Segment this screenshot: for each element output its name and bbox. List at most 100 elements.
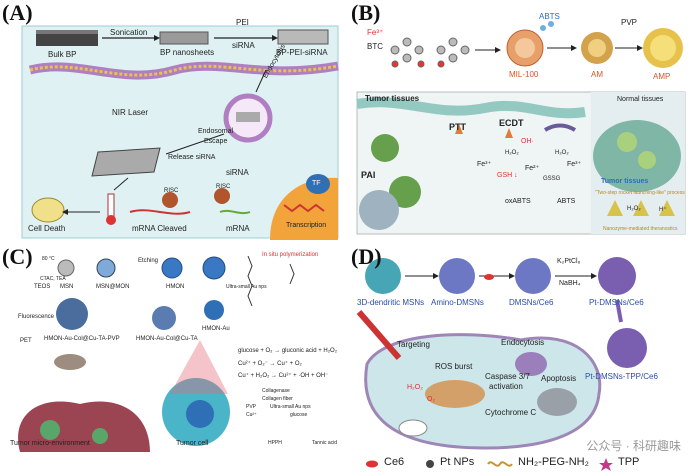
apoptosis-label: Apoptosis	[541, 374, 577, 383]
hmon-pvp-label: HMON-Au-Col@Cu-TA-PVP	[44, 336, 120, 342]
fe3-b-label: Fe³⁺	[567, 161, 582, 168]
release-sirna-label: Release siRNA	[168, 154, 216, 161]
eq1-label: glucose + O₂ → gluconic acid + H₂O₂	[238, 348, 338, 354]
normal-tissues-label: Normal tissues	[617, 96, 664, 103]
panel-b: (B) Fe³⁺ BTC ABTS PVP MIL-100 AM AMP Tum…	[345, 0, 689, 240]
cell-death-label: Cell Death	[28, 224, 66, 233]
etching-label: Etching	[138, 258, 159, 264]
abts-label: ABTS	[539, 12, 560, 21]
h2o2-b-label: H₂O₂	[555, 150, 569, 156]
mrna-cleaved-label: mRNA Cleaved	[132, 224, 187, 233]
h-plus-label: H⁺	[659, 207, 667, 213]
endosomal-label: Endosomal	[198, 128, 234, 135]
legend-cu: Cu²⁺	[246, 412, 257, 418]
h2o2-label: H₂O₂	[407, 384, 423, 391]
ultra-small-label: Ultra-small Au nps	[226, 284, 267, 290]
pvp-label: PVP	[621, 18, 638, 27]
h2o2-a-label: H₂O₂	[505, 150, 519, 156]
escape-label: Escape	[204, 138, 228, 145]
pt-dmsns-label: Pt-DMSNs/Ce6	[589, 298, 644, 307]
tumor-cell-label: Tumor cell	[176, 440, 209, 447]
endocytosis-label: Endocytosis	[501, 338, 545, 347]
legend-pvp: PVP	[246, 404, 257, 410]
msn-label: MSN	[60, 284, 74, 290]
panel-c: (C) TEOS CTAC, TEA 80 °C MSN MSN@MON Etc…	[0, 244, 344, 452]
nanozyme-label: Nanozyme-mediated theranostics	[603, 226, 678, 232]
fe3-a-label: Fe³⁺	[477, 161, 492, 168]
targeting-label: Targeting	[397, 340, 430, 349]
fe3-label: Fe³⁺	[367, 28, 384, 37]
activation-label: activation	[489, 382, 523, 391]
hmon-label: HMON	[166, 284, 185, 290]
abts-2-label: ABTS	[557, 198, 576, 205]
dmsns-label: DMSNs/Ce6	[509, 298, 554, 307]
panel-b-illustration	[356, 21, 686, 235]
gssg-label: GSSG	[543, 176, 561, 182]
pet-label: PET	[20, 338, 32, 344]
panel-a-label: (A)	[2, 0, 33, 25]
fe2-label: Fe²⁺	[525, 165, 540, 172]
msn-mon-label: MSN@MON	[96, 284, 130, 290]
in-situ-label: In situ polymerization	[262, 252, 319, 258]
gsh-label: GSH ↓	[497, 172, 518, 179]
dendritic-label: 3D-dendritic MSNs	[357, 298, 425, 307]
watermark: 公众号 · 科研趣味	[586, 439, 681, 453]
hmon-au-label: HMON-Au	[202, 326, 230, 332]
bp-pei-sirna-label: BP-PEI-siRNA	[276, 48, 328, 57]
legend-ptnps: Pt NPs	[440, 456, 475, 468]
eq2-label: Cu²⁺ + O₂⁻ → Cu⁺ + O₂	[238, 361, 302, 367]
micro-env-label: Tumor micro-environment	[10, 440, 90, 447]
bulk-bp-label: Bulk BP	[48, 50, 77, 59]
panel-d: (D) 3D-dendritic MSNs Amino-DMSNs DMSNs/…	[345, 244, 689, 452]
hpph-label: HPPH	[268, 440, 282, 446]
ctac-label: CTAC, TEA	[40, 276, 66, 282]
legend-glucose: glucose	[290, 412, 308, 418]
sirna-mid-label: siRNA	[226, 168, 249, 177]
risc-2-label: RISC	[216, 184, 231, 190]
ecdt-label: ECDT	[499, 118, 524, 128]
panel-a-illustration	[21, 25, 339, 240]
bp-nanosheets-label: BP nanosheets	[160, 48, 215, 57]
panel-b-label: (B)	[351, 0, 381, 25]
k2ptcl6-label: K₂PtCl₆	[557, 258, 581, 265]
h2o2-c-label: H₂O₂	[627, 206, 641, 212]
rocket-process-label: "Two-step rocket launching-like" process	[595, 190, 685, 196]
panel-c-illustration	[18, 255, 295, 452]
legend-collagen-fiber: Collagen fiber	[262, 396, 293, 402]
bottom-legend: Ce6 Pt NPs NH₂-PEG-NH₂ TPP	[0, 452, 689, 476]
caspase-label: Caspase 3/7	[485, 372, 530, 381]
cytochrome-label: Cytochrome C	[485, 408, 537, 417]
nabh4-label: NaBH₄	[559, 280, 581, 287]
transcription-label: Transcription	[286, 222, 327, 229]
legend-au: Ultra-small Au nps	[270, 404, 311, 410]
hmon-col-label: HMON-Au-Col@Cu-TA	[136, 336, 198, 342]
tannic-label: Tannic acid	[312, 440, 338, 446]
mrna-label: mRNA	[226, 224, 250, 233]
sonication-label: Sonication	[110, 28, 148, 37]
teos-label: TEOS	[34, 284, 51, 290]
panel-d-illustration	[356, 257, 647, 450]
panel-c-label: (C)	[2, 244, 33, 269]
legend-tpp: TPP	[618, 456, 640, 468]
btc-label: BTC	[367, 42, 383, 51]
temp-label: 80 °C	[42, 256, 55, 262]
panel-d-label: (D)	[351, 244, 382, 269]
pai-label: PAI	[361, 170, 376, 180]
nir-laser-label: NIR Laser	[112, 108, 149, 117]
tumor-tissues-label: Tumor tissues	[365, 94, 420, 103]
pt-tpp-label: Pt-DMSNs-TPP/Ce6	[585, 372, 658, 381]
o2-label: O₂	[427, 396, 436, 403]
oxabts-label: oxABTS	[505, 198, 531, 205]
panel-a: (A) Bulk BP Sonication BP nanosheets PEI…	[0, 0, 344, 240]
am-label: AM	[591, 70, 603, 79]
fluorescence-label: Fluorescence	[18, 314, 55, 320]
mil-100-label: MIL-100	[509, 70, 539, 79]
risc-1-label: RISC	[164, 188, 179, 194]
ptt-label: PTT	[449, 122, 466, 132]
tf-label: TF	[312, 180, 321, 187]
pei-label: PEI	[236, 18, 249, 27]
amino-label: Amino-DMSNs	[431, 298, 484, 307]
eq3-label: Cu⁺ + H₂O₂ → Cu²⁺ + ·OH + OH⁻	[238, 373, 329, 379]
legend-symbols	[366, 458, 613, 471]
amp-label: AMP	[653, 72, 671, 81]
